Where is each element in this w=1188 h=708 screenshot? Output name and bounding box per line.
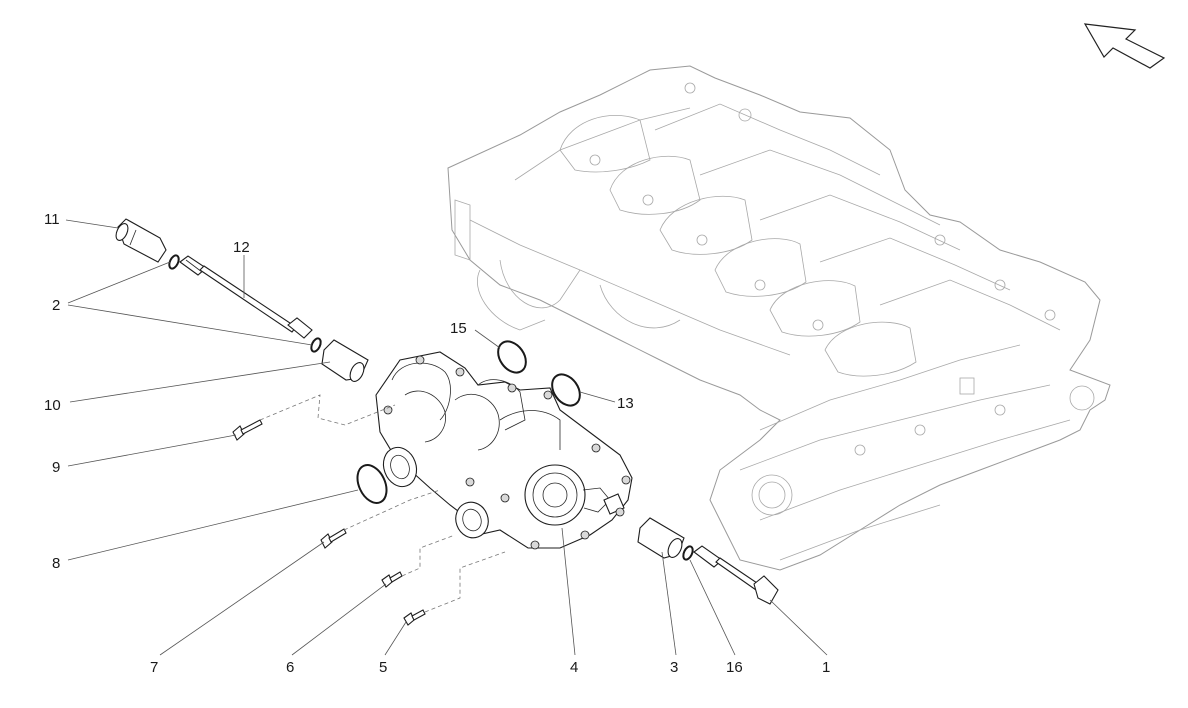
part-7-bolt — [320, 528, 347, 549]
callout-15: 15 — [450, 320, 467, 337]
callout-8: 8 — [52, 555, 60, 572]
part-15-o-ring — [497, 340, 527, 374]
part-13-o-ring — [551, 373, 581, 407]
part-16-o-ring — [682, 545, 694, 561]
alignment-lines — [259, 394, 506, 613]
part-12-shaft — [179, 255, 313, 339]
callout-2: 2 — [52, 297, 60, 314]
part-9-bolt — [232, 419, 263, 441]
part-8-o-ring — [356, 464, 388, 504]
part-2-o-ring-lower — [310, 337, 322, 353]
callout-4: 4 — [570, 659, 578, 676]
part-10-coupling — [321, 339, 369, 382]
engine-block — [447, 65, 1111, 571]
callout-9: 9 — [52, 459, 60, 476]
callout-1: 1 — [822, 659, 830, 676]
callout-labels: 11 12 2 15 13 10 9 8 7 6 5 4 3 16 1 — [44, 211, 830, 676]
part-11-sleeve — [115, 218, 167, 263]
callout-12: 12 — [233, 239, 250, 256]
part-3-sleeve — [637, 517, 685, 559]
callout-7: 7 — [150, 659, 158, 676]
callout-5: 5 — [379, 659, 387, 676]
part-1-shaft — [693, 545, 779, 605]
callout-3: 3 — [670, 659, 678, 676]
callout-11: 11 — [44, 211, 60, 228]
part-2-o-ring-upper — [168, 254, 180, 270]
callout-10: 10 — [44, 397, 61, 414]
callout-16: 16 — [726, 659, 743, 676]
part-4-oil-pump — [375, 351, 633, 550]
leader-lines — [65, 219, 828, 656]
callout-13: 13 — [617, 395, 634, 412]
part-5-stud — [403, 609, 426, 626]
callout-6: 6 — [286, 659, 294, 676]
arrow-up-left-icon — [1083, 23, 1166, 69]
